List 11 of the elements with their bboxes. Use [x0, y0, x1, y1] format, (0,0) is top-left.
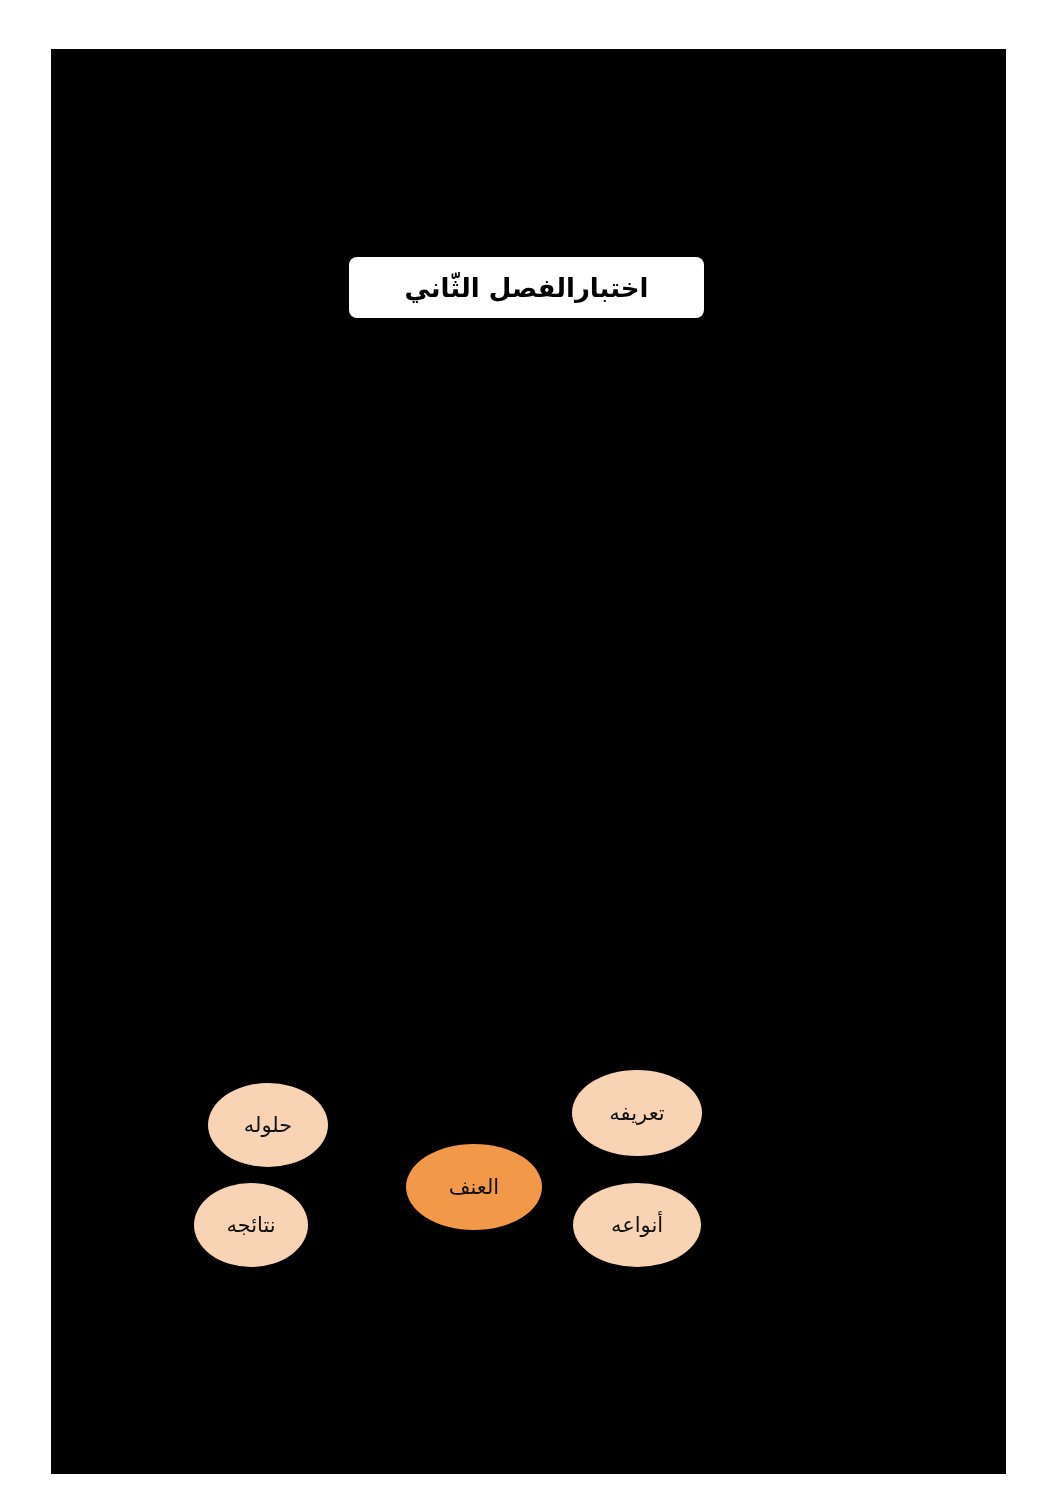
- subtopic-ellipse: [573, 1183, 701, 1267]
- topic-ellipse: [406, 1144, 542, 1230]
- subtopic-ellipse: [572, 1070, 702, 1156]
- subtopic-ellipse: [208, 1083, 328, 1167]
- node-label: نتائجه: [226, 1213, 276, 1237]
- node-label: حلوله: [243, 1113, 293, 1137]
- node-label: العنف: [448, 1175, 500, 1199]
- node-label: أنواعه: [610, 1213, 664, 1237]
- title-banner: اختبارالفصل الثّاني: [349, 257, 704, 318]
- node-label: تعريفه: [609, 1101, 665, 1125]
- subtopic-ellipse: [194, 1183, 308, 1267]
